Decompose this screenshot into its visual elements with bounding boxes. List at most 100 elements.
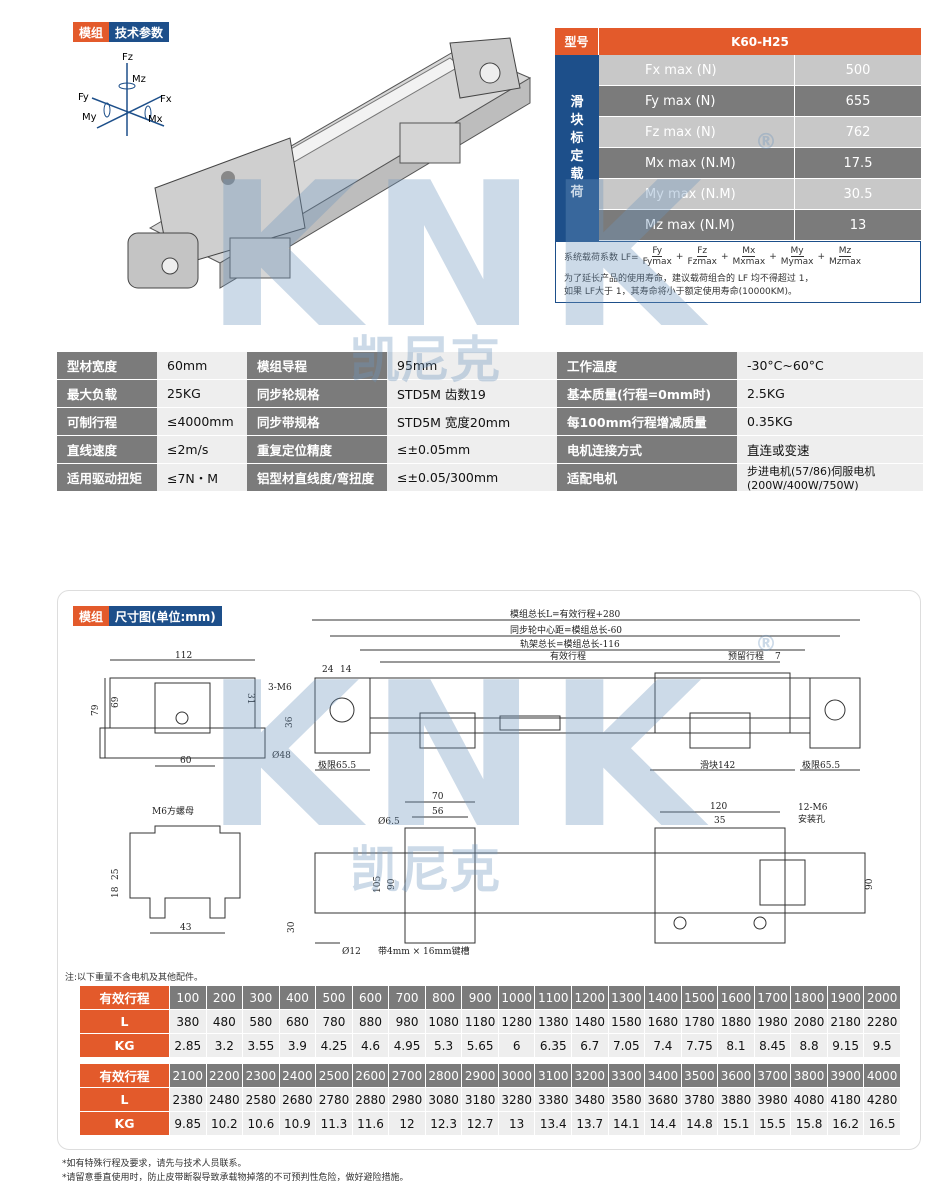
dim-79: 79 — [91, 704, 101, 716]
fraction-den: Mzmax — [829, 257, 862, 267]
spec-label: 适配电机 — [557, 464, 737, 491]
load-value: 17.5 — [795, 148, 921, 178]
plus-sign: + — [817, 251, 825, 262]
load-name: Mz max (N.M) — [599, 210, 795, 240]
weight-row-header: 有效行程 — [80, 1064, 170, 1087]
weight-cell: 11.6 — [352, 1112, 390, 1135]
spec-value: ≤±0.05/300mm — [387, 464, 557, 491]
fraction-num: Fz — [697, 246, 708, 257]
side-char: 滑 — [570, 95, 584, 110]
axis-fy: Fy — [78, 92, 89, 103]
load-value: 500 — [795, 55, 921, 85]
weight-cell: 200 — [206, 986, 244, 1009]
dim-90-left: 90 — [387, 878, 397, 890]
weight-cell: 1500 — [681, 986, 719, 1009]
dim-31: 31 — [245, 693, 255, 704]
weight-cell: 3280 — [498, 1088, 536, 1111]
weight-cell: 3700 — [754, 1064, 792, 1087]
dim-limit-left: 极限65.5 — [318, 759, 356, 771]
weight-cell: 3980 — [754, 1088, 792, 1111]
footnote-special: *如有特殊行程及要求，请先与技术人员联系。 — [62, 1159, 247, 1169]
weight-row-header: KG — [80, 1112, 170, 1135]
spec-value: STD5M 宽度20mm — [387, 408, 557, 435]
weight-cell: 780 — [316, 1010, 353, 1033]
fraction-den: Mymax — [780, 257, 814, 267]
weight-cell: 7.75 — [681, 1034, 719, 1057]
weight-cell: 1180 — [462, 1010, 499, 1033]
dim-limit-right: 极限65.5 — [802, 759, 840, 771]
load-row: Mz max (N.M)13 — [599, 210, 921, 241]
weight-cell: 2000 — [864, 986, 901, 1009]
weight-row-header: 有效行程 — [80, 986, 170, 1009]
spec-label: 模组导程 — [247, 352, 387, 379]
dim-3-m6: 3-M6 — [268, 683, 292, 693]
axis-my: My — [82, 112, 97, 123]
side-char: 载 — [570, 167, 584, 182]
weight-cell: 2980 — [389, 1088, 426, 1111]
spec-value: 0.35KG — [737, 408, 923, 435]
spec-value: 25KG — [157, 380, 247, 407]
weight-cell: 1300 — [608, 986, 646, 1009]
load-row: Mx max (N.M)17.5 — [599, 148, 921, 179]
weight-cell: 9.5 — [864, 1034, 901, 1057]
weight-cell: 600 — [352, 986, 390, 1009]
weight-cell: 2500 — [316, 1064, 353, 1087]
spec-label: 基本质量(行程=0mm时) — [557, 380, 737, 407]
spec-value: ≤±0.05mm — [387, 436, 557, 463]
fraction-den: Mxmax — [732, 257, 766, 267]
load-name: My max (N.M) — [599, 179, 795, 209]
weight-cell: 1880 — [718, 1010, 755, 1033]
weight-cell: 13.7 — [572, 1112, 609, 1135]
dim-total-length: 模组总长L=有效行程+280 — [510, 608, 621, 620]
product-image — [127, 37, 532, 289]
spec-label: 每100mm行程增减质量 — [557, 408, 737, 435]
weight-cell: 880 — [352, 1010, 390, 1033]
weight-row-header: L — [80, 1010, 170, 1033]
weight-cell: 3800 — [791, 1064, 828, 1087]
weight-cell: 2880 — [352, 1088, 390, 1111]
weight-cell: 680 — [279, 1010, 317, 1033]
weight-cell: 13 — [498, 1112, 536, 1135]
side-char: 定 — [570, 149, 584, 164]
footnote-vertical-warning: *请留意垂直使用时，防止皮带断裂导致承载物掉落的不可预判性危险，做好避险措施。 — [62, 1173, 409, 1183]
weight-cell: 500 — [316, 986, 353, 1009]
weight-cell: 980 — [389, 1010, 426, 1033]
section-tag-dimensions: 模组 尺寸图(单位:mm) — [73, 606, 222, 626]
weight-cell: 3300 — [608, 1064, 646, 1087]
weight-cell: 14.8 — [681, 1112, 719, 1135]
weight-cell: 2600 — [352, 1064, 390, 1087]
tag-module-2: 模组 — [73, 606, 110, 626]
weight-cell: 3380 — [535, 1088, 573, 1111]
weight-cell: 4280 — [864, 1088, 901, 1111]
weight-cell: 5.3 — [425, 1034, 463, 1057]
weight-cell: 2380 — [170, 1088, 207, 1111]
weight-cell: 1000 — [498, 986, 536, 1009]
dim-60: 60 — [180, 756, 192, 766]
weight-cell: 14.4 — [645, 1112, 682, 1135]
weight-cell: 3900 — [827, 1064, 865, 1087]
weight-cell: 1900 — [827, 986, 865, 1009]
spec-label: 直线速度 — [57, 436, 157, 463]
table-note: 注:以下重量不含电机及其他配件。 — [65, 973, 204, 983]
weight-cell: 9.85 — [170, 1112, 207, 1135]
axis-mz: Mz — [132, 74, 146, 85]
plus-sign: + — [720, 251, 729, 262]
dim-30: 30 — [287, 921, 297, 933]
tag-module: 模组 — [73, 22, 110, 42]
spec-label: 适用驱动扭矩 — [57, 464, 157, 491]
weight-cell: 2900 — [462, 1064, 499, 1087]
load-row: Fx max (N)500 — [599, 55, 921, 86]
weight-cell: 1400 — [645, 986, 682, 1009]
fraction-num: Mx — [742, 246, 756, 257]
